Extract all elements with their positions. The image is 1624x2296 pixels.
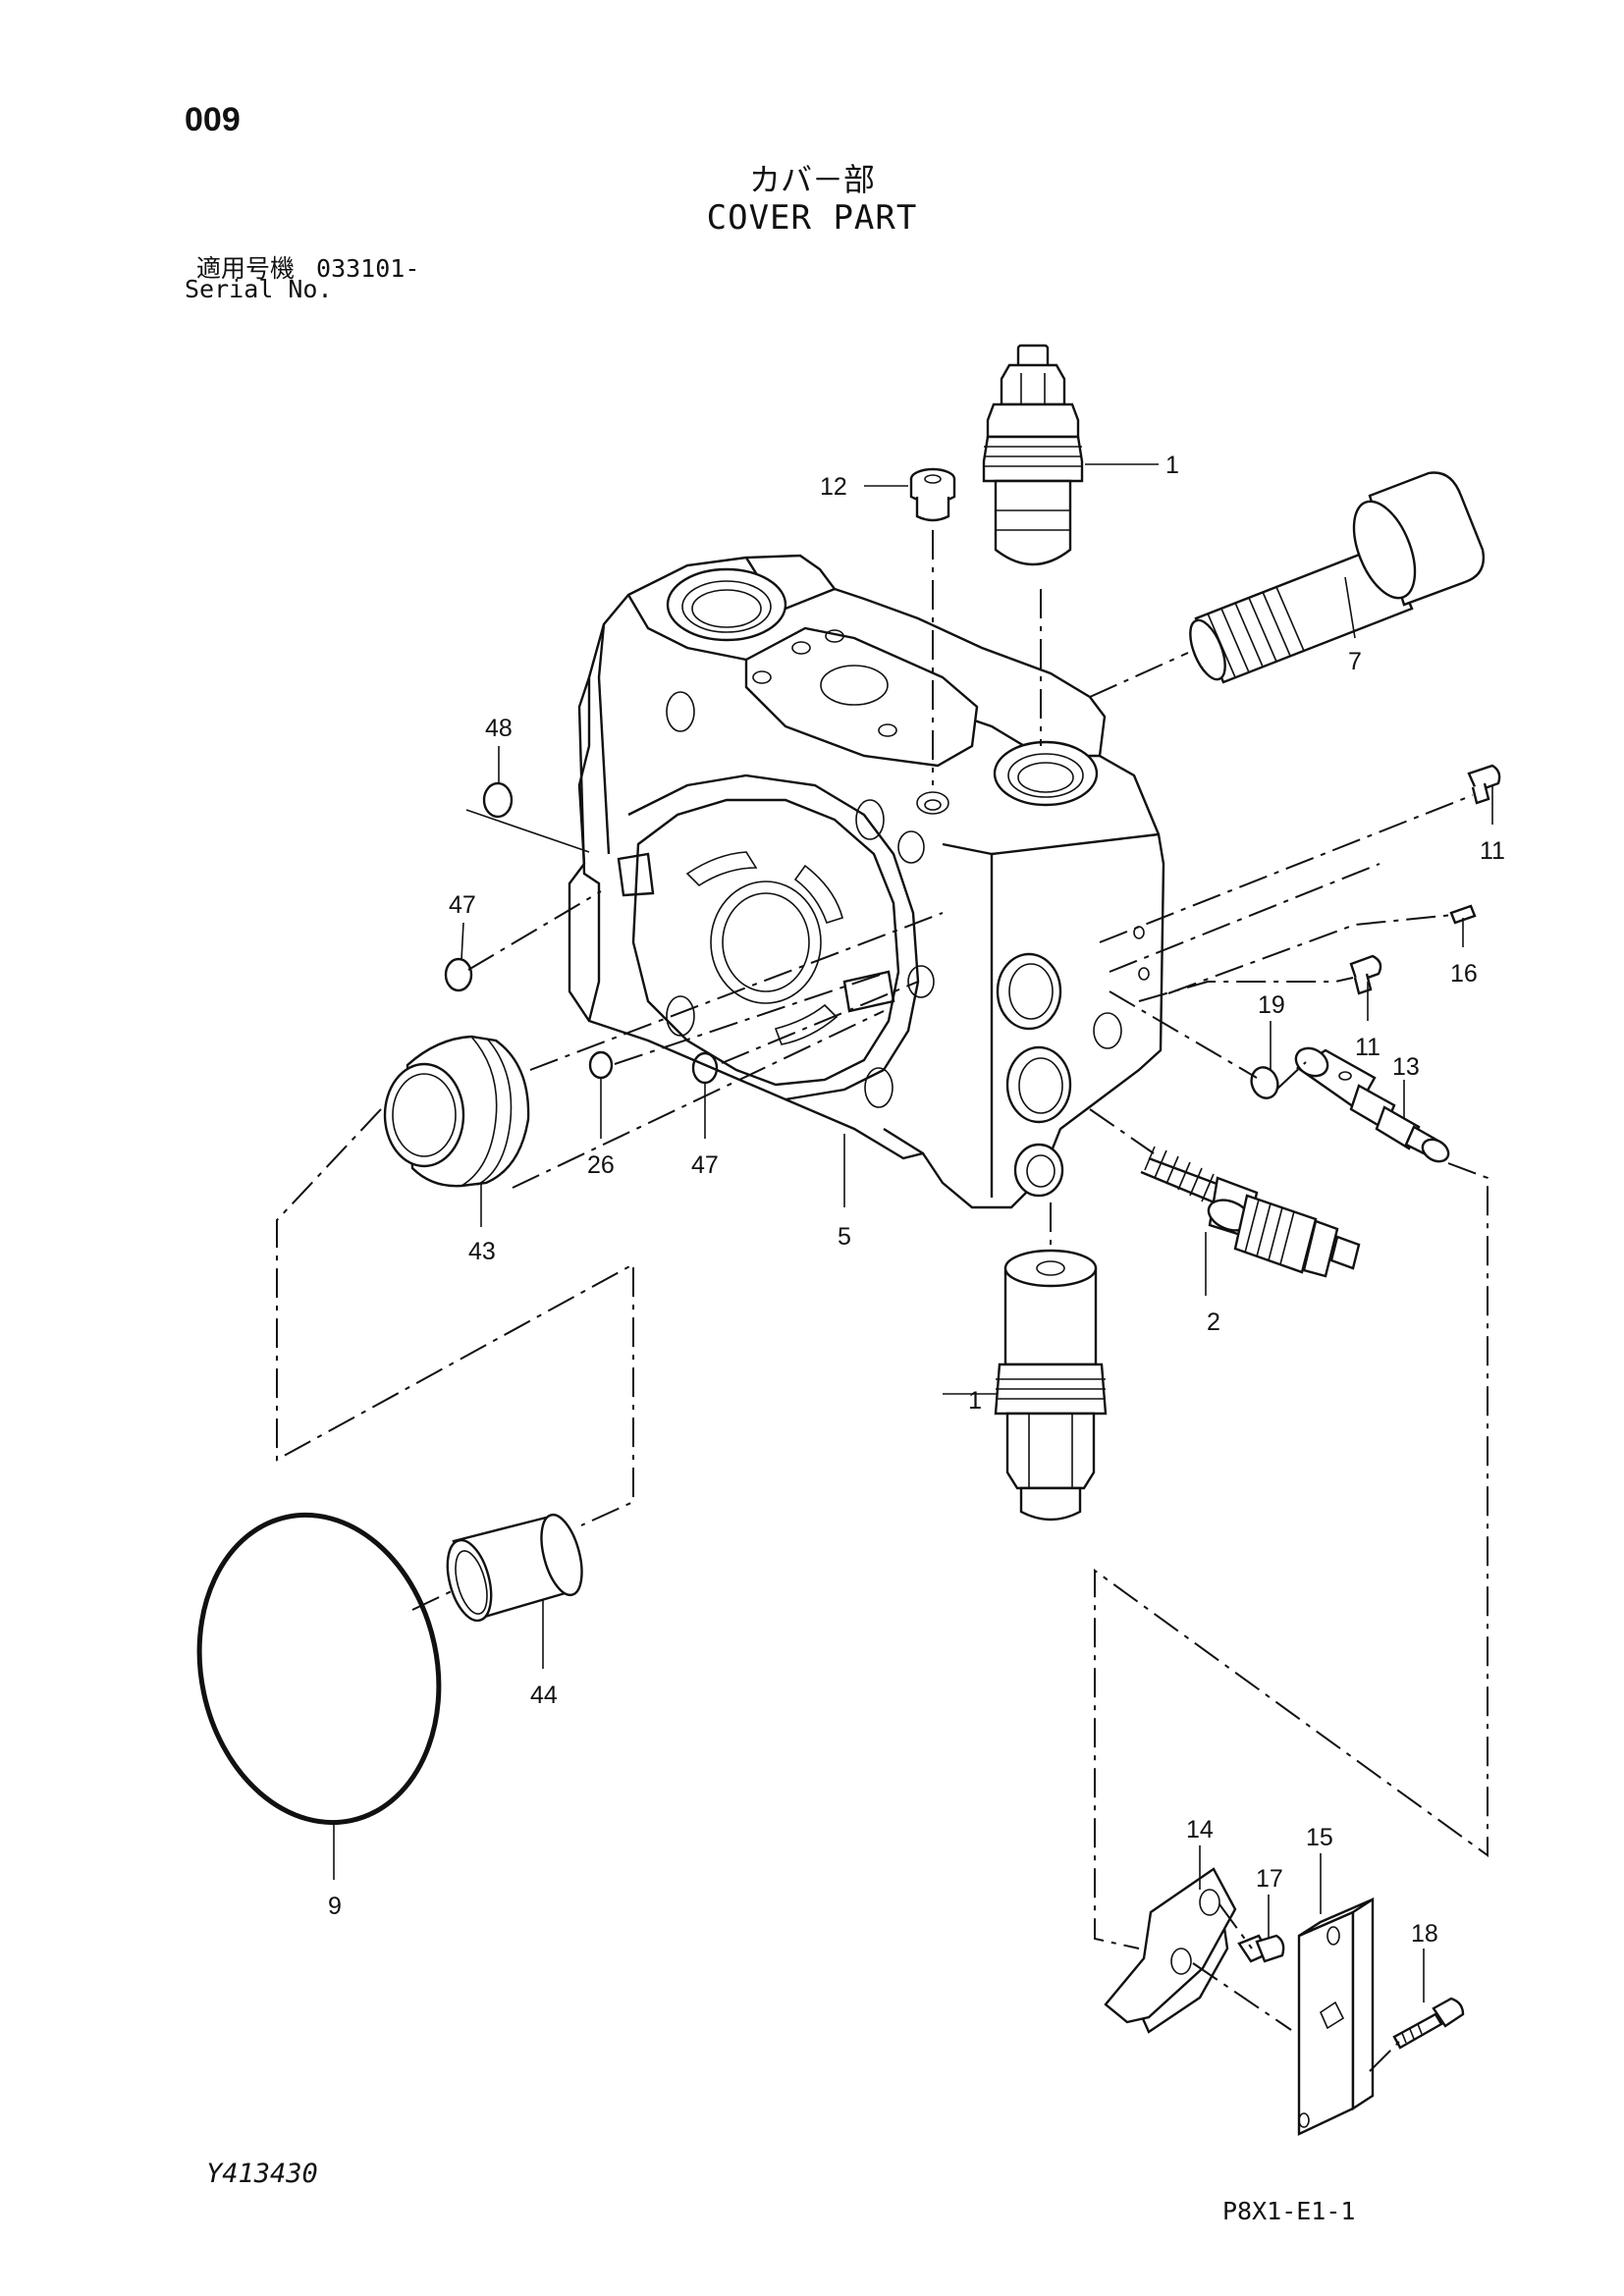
o-ring-part-19 <box>1250 1066 1279 1099</box>
callout-13: 13 <box>1392 1053 1420 1081</box>
callout-5: 5 <box>838 1223 851 1251</box>
serial-label-jp-text: 適用号機 <box>196 254 296 283</box>
leader-lines <box>333 463 1493 2002</box>
title-japanese: カバ－部 <box>748 161 875 198</box>
bolt-part-17 <box>1237 1934 1285 1963</box>
callout-labels: 1 1 2 5 7 9 11 11 12 13 14 15 16 17 18 1… <box>328 452 1505 1948</box>
callout-19: 19 <box>1258 991 1285 1019</box>
serial-label-english: Serial No. <box>185 275 333 303</box>
callout-16: 16 <box>1450 960 1478 988</box>
title-english: COVER PART <box>706 198 918 238</box>
plate-part-14 <box>1104 1867 1237 2034</box>
bushing-part-43 <box>383 1035 530 1188</box>
page-number: 009 <box>185 101 241 138</box>
valve-body-part-5 <box>568 554 1165 1209</box>
relief-valve-bottom-part-1 <box>994 1249 1108 1522</box>
screw-part-11-upper <box>1467 764 1501 805</box>
callout-48: 48 <box>485 715 513 742</box>
large-o-ring-part-9 <box>196 1512 442 1826</box>
bolt-part-18 <box>1392 1997 1465 2050</box>
assembly-lines <box>276 530 1489 2072</box>
o-ring-part-47-left <box>444 957 473 992</box>
callout-1-top: 1 <box>1165 452 1179 479</box>
callout-7: 7 <box>1348 648 1362 675</box>
callout-11-upper: 11 <box>1480 837 1505 865</box>
callout-44: 44 <box>530 1682 558 1709</box>
callout-47-left: 47 <box>449 891 476 919</box>
callout-18: 18 <box>1411 1920 1438 1948</box>
bolt-part-7 <box>1189 471 1486 684</box>
o-ring-part-26 <box>588 1050 614 1080</box>
callout-12: 12 <box>820 473 847 501</box>
callout-43: 43 <box>468 1238 496 1265</box>
callout-14: 14 <box>1186 1816 1214 1843</box>
screw-part-11-lower <box>1349 954 1382 995</box>
callout-11-lower: 11 <box>1355 1034 1380 1061</box>
sleeve-part-44 <box>446 1513 583 1623</box>
callout-17: 17 <box>1256 1865 1283 1893</box>
callout-2: 2 <box>1207 1308 1220 1336</box>
callout-26: 26 <box>587 1151 615 1179</box>
callout-47-right: 47 <box>691 1151 719 1179</box>
callout-15: 15 <box>1306 1824 1333 1851</box>
callout-1-bottom: 1 <box>968 1387 982 1415</box>
plug-part-12 <box>909 467 956 522</box>
sheet-code: P8X1-E1-1 <box>1222 2197 1356 2225</box>
spool-part-13 <box>1294 1046 1450 1163</box>
serial-label-japanese: 適用号機 033101- <box>196 249 419 285</box>
o-ring-part-48 <box>482 781 514 819</box>
pin-part-16 <box>1449 904 1477 925</box>
serial-number-value: 033101- <box>316 254 420 283</box>
valve-spring-part-2 <box>1140 1146 1361 1278</box>
drawing-number: Y413430 <box>206 2159 318 2189</box>
callout-9: 9 <box>328 1893 342 1920</box>
bracket-part-15 <box>1297 1896 1375 2136</box>
relief-valve-top-part-1 <box>982 344 1084 566</box>
